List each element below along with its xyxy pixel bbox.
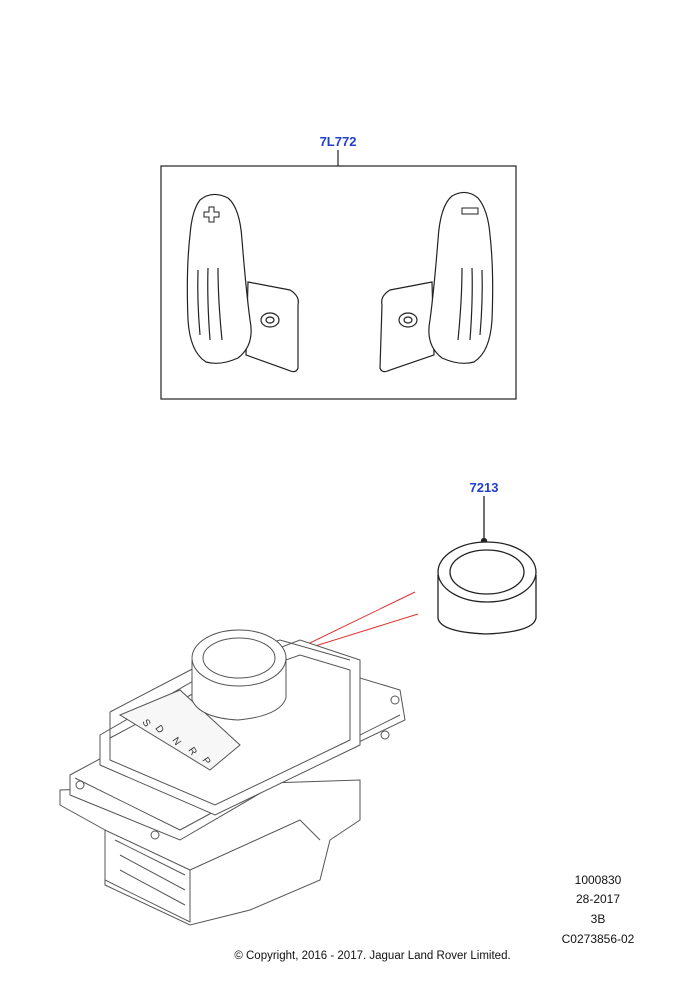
info-line-3: 3B (590, 912, 606, 926)
knob-part (437, 496, 537, 635)
right-paddle-minus (379, 191, 494, 373)
info-line-2: 28-2017 (575, 892, 621, 906)
gear-selector-assembly: S D N R P (59, 629, 406, 926)
info-line-4: C0273856-02 (561, 932, 635, 946)
info-line-1: 1000830 (574, 873, 622, 887)
paddle-kit-frame (160, 165, 517, 400)
left-paddle-plus (186, 193, 299, 373)
callout-paddle-kit: 7L772 (319, 134, 357, 149)
callout-knob: 7213 (469, 480, 499, 495)
copyright-notice: © Copyright, 2016 - 2017. Jaguar Land Ro… (234, 950, 511, 962)
paddle-kit-group (160, 150, 517, 400)
